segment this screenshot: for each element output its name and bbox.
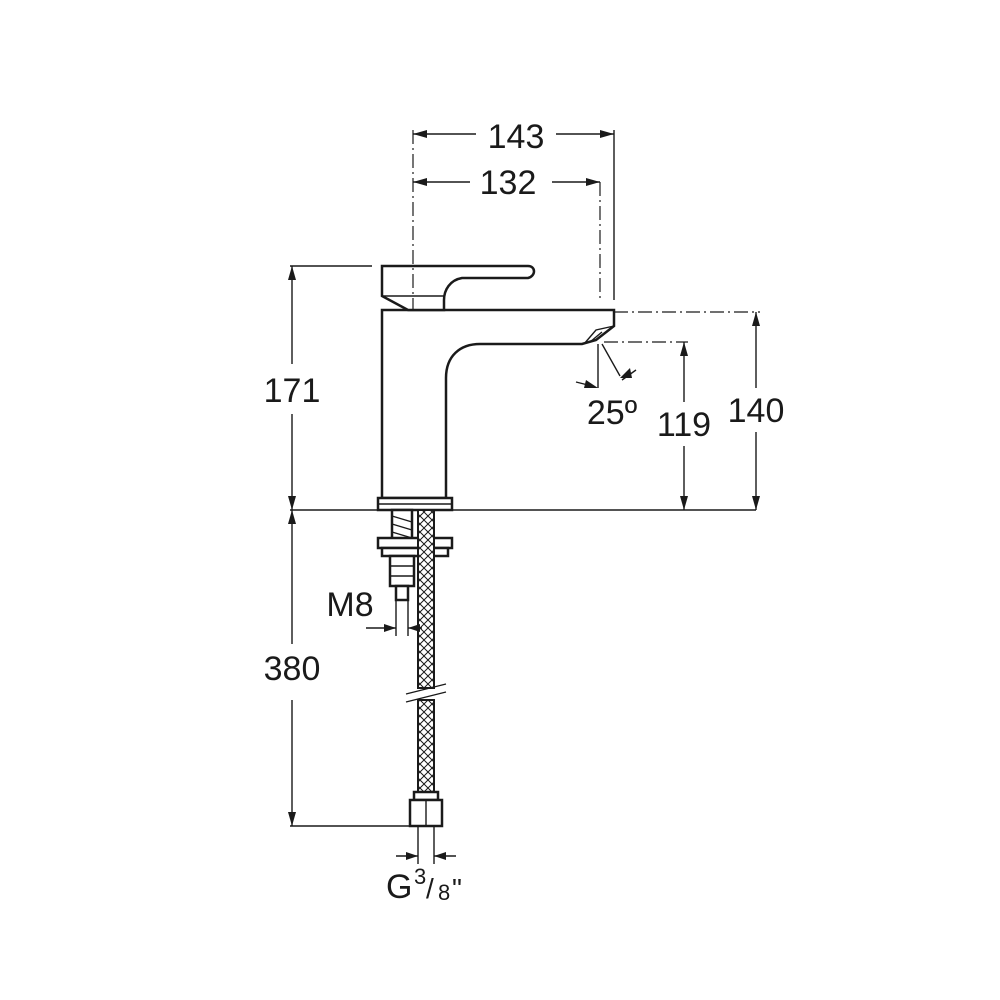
label-143: 143 bbox=[488, 118, 545, 156]
dim-132: 132 bbox=[413, 164, 600, 202]
lever-handle bbox=[380, 264, 536, 312]
label-132: 132 bbox=[480, 164, 537, 202]
break-line-1 bbox=[405, 683, 447, 695]
label-connection: G 3 / 8 " bbox=[386, 864, 462, 906]
stud-nut bbox=[388, 554, 416, 588]
dim-m8: M8 bbox=[326, 586, 422, 636]
arrow-119-top bbox=[680, 342, 688, 356]
arrow-m8-right bbox=[408, 624, 420, 632]
arrow-g-left bbox=[406, 852, 418, 860]
dim-171: 171 bbox=[264, 265, 378, 511]
arrow-143-left bbox=[413, 130, 427, 138]
flexible-hose bbox=[405, 509, 447, 828]
arrow-119-bottom bbox=[680, 496, 688, 510]
angle-ray-2 bbox=[601, 343, 621, 377]
label-171: 171 bbox=[264, 372, 321, 410]
label-380: 380 bbox=[264, 650, 321, 688]
fixing-stud bbox=[376, 508, 454, 602]
hose-upper bbox=[417, 509, 435, 689]
dim-140: 140 bbox=[728, 312, 785, 510]
arrow-132-left bbox=[413, 178, 427, 186]
arrow-143-right bbox=[600, 130, 614, 138]
break-line-2 bbox=[405, 691, 447, 703]
aerator bbox=[583, 325, 615, 345]
hose-lower bbox=[417, 699, 435, 793]
faucet-body bbox=[380, 308, 616, 500]
centerlines bbox=[412, 130, 760, 343]
arrow-132-right bbox=[586, 178, 600, 186]
label-connection-prefix: G bbox=[386, 868, 412, 906]
label-connection-slash: / bbox=[426, 873, 434, 904]
faucet-base bbox=[376, 496, 454, 512]
dim-119: 119 bbox=[657, 342, 711, 510]
lever-outline bbox=[380, 264, 536, 312]
aerator-tip bbox=[589, 331, 603, 343]
stud-tip bbox=[394, 584, 410, 602]
label-119: 119 bbox=[657, 406, 711, 444]
label-connection-num: 3 bbox=[414, 864, 426, 889]
arrow-140-bottom bbox=[752, 496, 760, 510]
faucet-body-outline bbox=[380, 308, 616, 500]
arrow-g-right bbox=[434, 852, 446, 860]
angle-arrow-right bbox=[620, 368, 632, 378]
label-m8: M8 bbox=[326, 586, 373, 624]
dim-connection: G 3 / 8 " bbox=[386, 826, 462, 906]
label-connection-suffix: " bbox=[452, 873, 462, 904]
label-connection-den: 8 bbox=[438, 880, 450, 905]
dim-380: 380 bbox=[264, 510, 410, 827]
arrow-m8-left bbox=[384, 624, 396, 632]
washer-plate bbox=[376, 536, 454, 550]
angle-arrow-left bbox=[584, 380, 598, 388]
label-angle: 25º bbox=[587, 394, 637, 432]
label-140: 140 bbox=[728, 392, 785, 430]
arrow-140-top bbox=[752, 312, 760, 326]
arrow-380-top bbox=[288, 510, 296, 524]
dim-143: 143 bbox=[413, 118, 615, 300]
arrow-171-bottom bbox=[288, 496, 296, 510]
dim-angle: 25º bbox=[575, 343, 637, 432]
arrow-171-top bbox=[288, 266, 296, 280]
arrow-380-bottom bbox=[288, 812, 296, 826]
